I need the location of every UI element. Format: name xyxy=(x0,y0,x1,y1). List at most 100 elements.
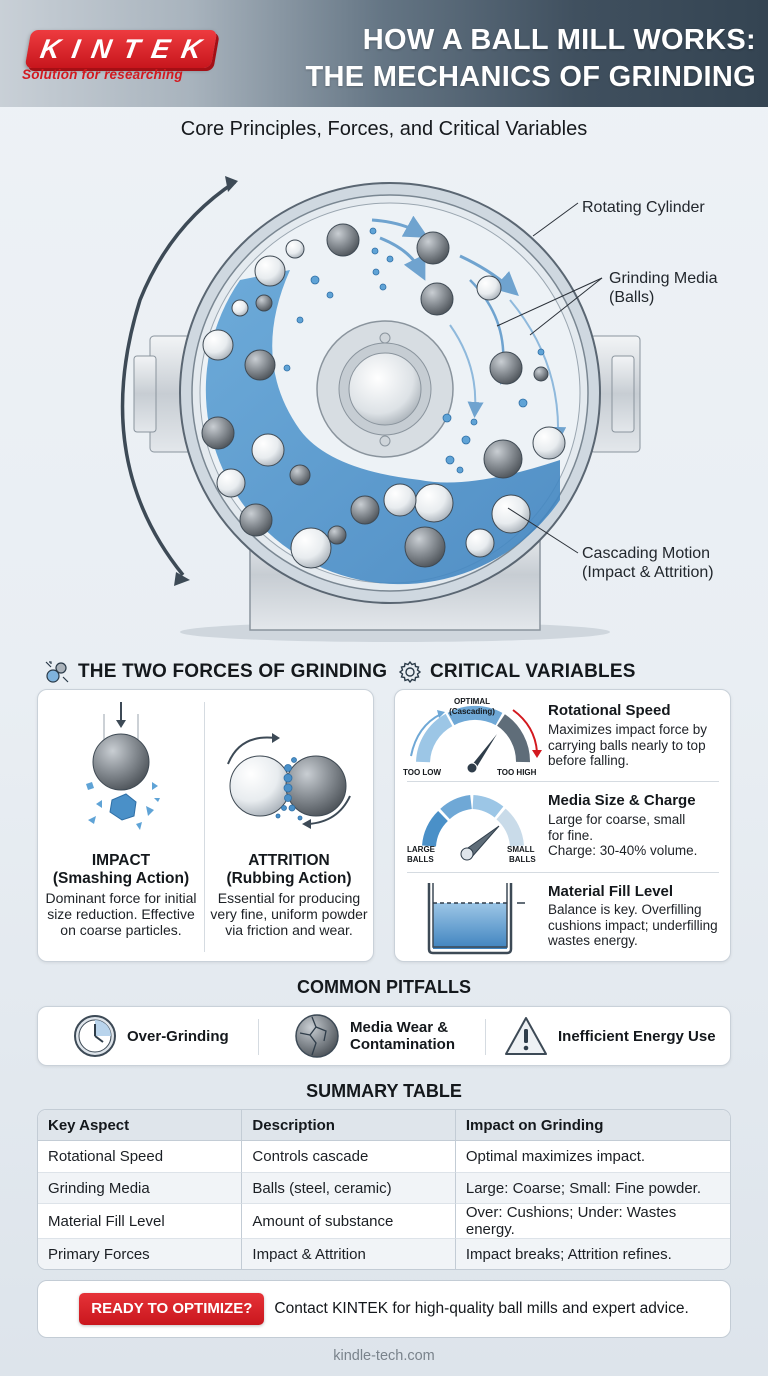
attrition-subtitle: (Rubbing Action) xyxy=(226,870,352,887)
column-header-impact: Impact on Grinding xyxy=(454,1110,730,1141)
rotational-speed-title: Rotational Speed xyxy=(548,702,671,719)
media-charge-description: Charge: 30-40% volume. xyxy=(548,843,698,858)
fill-level-title: Material Fill Level xyxy=(548,883,674,900)
media-size-title: Media Size & Charge xyxy=(548,792,696,809)
forces-title-text: THE TWO FORCES OF GRINDING xyxy=(78,661,388,682)
table-cell: Impact & Attrition xyxy=(241,1238,455,1269)
pitfall-label: Over-Grinding xyxy=(127,1027,229,1045)
pitfall-label: Inefficient Energy Use xyxy=(558,1027,716,1045)
title-line-1: HOW A BALL MILL WORKS: xyxy=(362,24,756,56)
variables-section-title: CRITICAL VARIABLES xyxy=(398,660,636,684)
fill-level-description: Balance is key. Overfilling cushions imp… xyxy=(548,902,718,948)
media-gauge-icon: LARGE BALLS SMALL BALLS xyxy=(407,795,536,864)
cta-text: Contact KINTEK for high-quality ball mil… xyxy=(274,1300,689,1317)
logo-tagline: Solution for researching xyxy=(22,67,183,82)
summary-table-title: SUMMARY TABLE xyxy=(306,1081,462,1101)
pitfalls-card: Over-Grinding Media Wear & Contamination… xyxy=(37,1006,731,1066)
label-rotating-cylinder: Rotating Cylinder xyxy=(582,199,705,216)
svg-text:BALLS: BALLS xyxy=(407,855,434,864)
row-divider xyxy=(407,781,719,782)
logo-text: KINTEK xyxy=(38,33,216,64)
table-cell: Grinding Media xyxy=(38,1172,242,1203)
table-row: Rotational Speed Controls cascade Optima… xyxy=(38,1141,730,1172)
label-grinding-media-line2: (Balls) xyxy=(609,289,655,306)
impact-title: IMPACT xyxy=(91,852,151,869)
svg-text:LARGE: LARGE xyxy=(407,845,436,854)
ball-mill-illustration xyxy=(120,176,641,642)
attrition-title: ATTRITION xyxy=(248,852,330,869)
label-cascading-line2: (Impact & Attrition) xyxy=(582,564,714,581)
forces-section-title: THE TWO FORCES OF GRINDING xyxy=(44,660,387,684)
ready-to-optimize-button[interactable]: READY TO OPTIMIZE? xyxy=(79,1293,265,1325)
gear-icon xyxy=(398,660,422,684)
summary-table: Key Aspect Description Impact on Grindin… xyxy=(37,1109,731,1270)
svg-text:(Cascading): (Cascading) xyxy=(449,707,495,716)
pitfall-label: Media Wear & Contamination xyxy=(350,1019,455,1053)
pitfall-label-line1: Media Wear & xyxy=(350,1019,449,1036)
row-divider xyxy=(407,872,719,873)
table-cell: Rotational Speed xyxy=(48,1148,164,1165)
attrition-description: Essential for producing very fine, unifo… xyxy=(210,890,368,938)
pitfall-over-grinding: Over-Grinding xyxy=(73,1007,229,1065)
pitfalls-section-title: COMMON PITFALLS xyxy=(297,977,471,997)
variables-title-text: CRITICAL VARIABLES xyxy=(430,661,636,682)
cracked-ball-icon xyxy=(295,1014,339,1058)
title-line-2: THE MECHANICS OF GRINDING xyxy=(305,61,756,93)
kintek-logo[interactable]: KINTEK xyxy=(24,30,218,68)
fill-level-container-icon xyxy=(427,883,525,955)
forces-icon xyxy=(45,661,69,683)
variable-fill-level: Material Fill Level Balance is key. Over… xyxy=(395,873,731,963)
table-header-row: Key Aspect Description Impact on Grindin… xyxy=(38,1110,730,1141)
speed-gauge-icon: OPTIMAL (Cascading) TOO LOW TOO HIGH xyxy=(403,697,542,776)
label-cascading-motion: Cascading Motion (Impact & Attrition) xyxy=(582,544,714,582)
variables-card: OPTIMAL (Cascading) TOO LOW TOO HIGH Rot… xyxy=(394,689,731,962)
table-cell: Primary Forces xyxy=(38,1238,242,1269)
impact-subtitle: (Smashing Action) xyxy=(52,870,190,887)
impact-description: Dominant force for initial size reductio… xyxy=(45,890,197,938)
label-grinding-media: Grinding Media (Balls) xyxy=(609,269,718,307)
svg-text:SMALL: SMALL xyxy=(507,845,535,854)
svg-text:BALLS: BALLS xyxy=(509,855,536,864)
table-cell: Controls cascade xyxy=(241,1141,454,1172)
forces-card: IMPACT (Smashing Action) Dominant force … xyxy=(37,689,374,962)
table-cell: Impact breaks; Attrition refines. xyxy=(454,1238,730,1269)
attrition-force: ATTRITION (Rubbing Action) Essential for… xyxy=(206,852,372,938)
impact-illustration xyxy=(86,702,160,830)
svg-text:OPTIMAL: OPTIMAL xyxy=(454,697,490,706)
warning-icon xyxy=(505,1017,547,1055)
column-header-description: Description xyxy=(241,1110,455,1141)
table-row: Grinding Media Balls (steel, ceramic) La… xyxy=(38,1172,730,1203)
svg-text:TOO LOW: TOO LOW xyxy=(403,768,442,776)
page-title: HOW A BALL MILL WORKS: THE MECHANICS OF … xyxy=(236,22,756,96)
page-subtitle: Core Principles, Forces, and Critical Va… xyxy=(180,118,588,140)
table-row: Material Fill Level Amount of substance … xyxy=(38,1203,730,1238)
table-cell: Optimal maximizes impact. xyxy=(454,1141,730,1172)
media-size-description: Large for coarse, small for fine. xyxy=(548,812,686,843)
table-row: Primary Forces Impact & Attrition Impact… xyxy=(38,1238,730,1269)
column-header-key-aspect: Key Aspect xyxy=(38,1110,242,1141)
ball-mill-diagram: Rotating Cylinder Grinding Media (Balls)… xyxy=(0,160,768,650)
rotational-speed-description: Maximizes impact force by carrying balls… xyxy=(548,722,708,768)
label-cascading-line1: Cascading Motion xyxy=(582,545,711,562)
svg-text:TOO HIGH: TOO HIGH xyxy=(497,768,537,776)
cta-banner: READY TO OPTIMIZE? Contact KINTEK for hi… xyxy=(37,1280,731,1338)
pitfall-energy-use: Inefficient Energy Use xyxy=(504,1007,716,1065)
pitfall-divider xyxy=(258,1019,259,1055)
impact-force: IMPACT (Smashing Action) Dominant force … xyxy=(38,852,204,938)
clock-icon xyxy=(74,1015,116,1057)
pitfall-media-wear: Media Wear & Contamination xyxy=(294,1007,455,1065)
header-banner: KINTEK Solution for researching HOW A BA… xyxy=(0,0,768,107)
table-cell: Amount of substance xyxy=(241,1203,455,1238)
attrition-illustration xyxy=(227,733,351,829)
table-cell: Material Fill Level xyxy=(38,1203,242,1238)
forces-divider xyxy=(204,702,205,952)
pitfall-divider xyxy=(485,1019,486,1055)
footer-url[interactable]: kindle-tech.com xyxy=(333,1348,435,1364)
variable-media-size: LARGE BALLS SMALL BALLS Media Size & Cha… xyxy=(395,782,731,872)
variable-rotational-speed: OPTIMAL (Cascading) TOO LOW TOO HIGH Rot… xyxy=(395,690,731,780)
table-cell: Over: Cushions; Under: Wastes energy. xyxy=(454,1203,730,1238)
table-cell: Balls (steel, ceramic) xyxy=(241,1172,455,1203)
pitfall-label-line2: Contamination xyxy=(350,1036,455,1053)
label-grinding-media-line1: Grinding Media xyxy=(609,270,718,287)
table-cell: Large: Coarse; Small: Fine powder. xyxy=(454,1172,730,1203)
